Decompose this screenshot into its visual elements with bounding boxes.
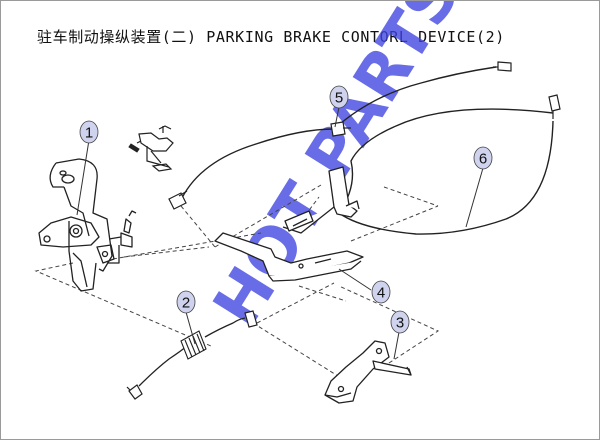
mounting-bracket	[324, 340, 412, 404]
dashed-guide-lines	[34, 184, 440, 382]
return-spring	[180, 330, 207, 360]
callout-3-label: 3	[396, 315, 404, 332]
callout-1: 1	[79, 120, 99, 144]
callout-1-label: 1	[85, 125, 93, 142]
bolt-icon	[128, 143, 140, 153]
callout-leaders	[76, 106, 484, 360]
lever-bracket-assembly	[38, 158, 137, 292]
cable-clip	[330, 121, 351, 137]
callout-4: 4	[371, 280, 391, 304]
callout-4-label: 4	[377, 285, 385, 302]
equalizer-lever	[214, 166, 364, 282]
callout-3: 3	[390, 310, 410, 334]
cable-end-front	[168, 61, 512, 210]
rear-cable	[338, 108, 554, 235]
bolt-cluster	[136, 125, 174, 172]
page-title: 驻车制动操纵装置(二) PARKING BRAKE CONTORL DEVICE…	[37, 28, 505, 46]
short-cable	[138, 317, 246, 387]
front-cable	[181, 66, 497, 199]
cable-end-rear	[548, 94, 561, 119]
callout-2: 2	[176, 290, 196, 314]
callout-5-label: 5	[335, 90, 343, 107]
callout-6-label: 6	[479, 151, 487, 168]
callout-2-label: 2	[182, 295, 190, 312]
callout-6: 6	[473, 146, 493, 170]
callout-5: 5	[329, 85, 349, 109]
short-cable-ends	[126, 310, 258, 400]
